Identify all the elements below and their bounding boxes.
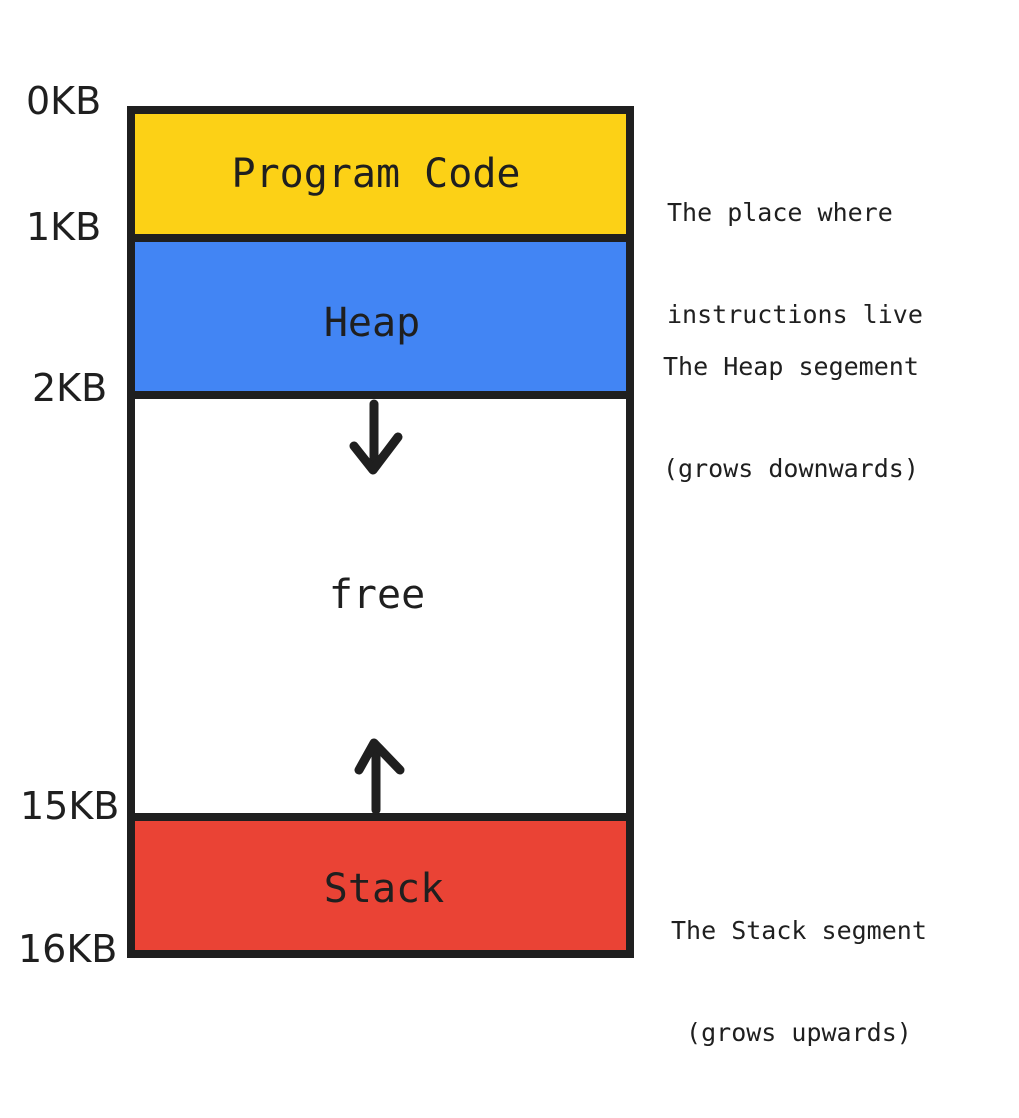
offset-label-2kb: 2KB [32, 366, 108, 410]
memory-layout: Program Code Heap free Stack [127, 106, 634, 958]
program-code-note-line: instructions live [667, 300, 923, 329]
heap-note: The Heap segement (grows downwards) [663, 282, 919, 554]
arrow-up-icon [354, 738, 405, 815]
heap-note-line: (grows downwards) [663, 454, 919, 483]
heap-note-line: The Heap segement [663, 352, 919, 381]
arrow-down-icon [349, 399, 403, 475]
stack-note: The Stack segment (grows upwards) [671, 846, 927, 1118]
program-code-label: Program Code [232, 151, 521, 197]
stack-segment [127, 813, 634, 958]
offset-label-1kb: 1KB [26, 205, 102, 249]
stack-note-line: The Stack segment [671, 916, 927, 945]
program-code-note-line: The place where [667, 198, 893, 227]
program-code-note: The place where instructions live [667, 128, 923, 400]
stack-note-line: (grows upwards) [686, 1018, 912, 1047]
heap-segment [127, 234, 634, 399]
stack-label: Stack [324, 866, 444, 912]
free-label: free [329, 572, 425, 618]
offset-label-15kb: 15KB [20, 784, 120, 828]
offset-label-16kb: 16KB [18, 927, 118, 971]
offset-label-0kb: 0KB [26, 79, 102, 123]
heap-label: Heap [324, 300, 420, 346]
address-space-diagram: Program Code Heap free Stack 0KB 1KB 2KB… [18, 79, 927, 1047]
